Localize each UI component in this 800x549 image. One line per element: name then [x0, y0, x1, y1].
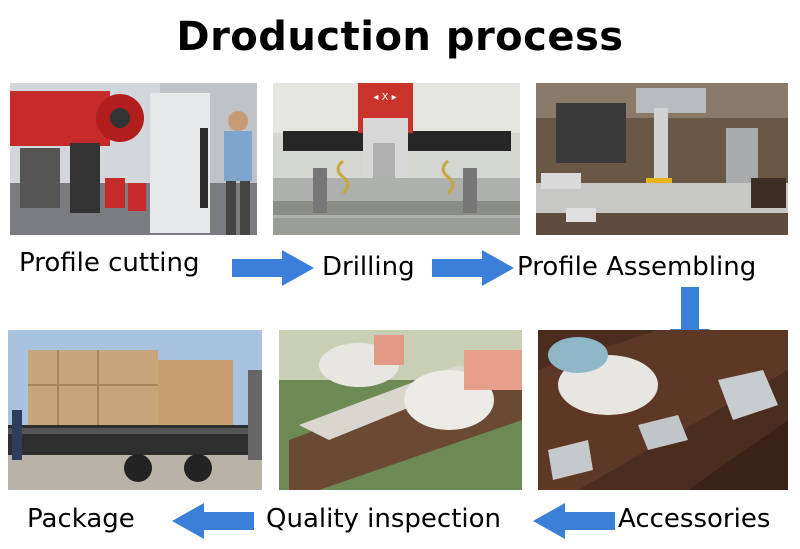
arrow-left-icon	[533, 503, 615, 539]
profile-assembling-photo	[536, 83, 788, 235]
arrow-left-icon	[172, 503, 254, 539]
profile-cutting-photo	[10, 83, 257, 235]
step-label-quality-inspection: Quality inspection	[266, 504, 501, 534]
step-label-drilling: Drilling	[322, 252, 415, 282]
arrow-right-icon	[232, 250, 314, 286]
page-title: Droduction process	[0, 14, 800, 60]
step-label-package: Package	[27, 504, 135, 534]
arrow-right-icon	[432, 250, 514, 286]
accessories-photo	[538, 330, 788, 490]
package-photo	[8, 330, 262, 490]
quality-inspection-photo	[279, 330, 522, 490]
drilling-photo: ◂ X ▸	[273, 83, 520, 235]
step-label-profile-assembling: Profile Assembling	[517, 252, 756, 282]
step-label-accessories: Accessories	[618, 504, 770, 534]
step-label-profile-cutting: Profile cutting	[19, 248, 199, 278]
svg-text:◂ X ▸: ◂ X ▸	[373, 92, 396, 103]
